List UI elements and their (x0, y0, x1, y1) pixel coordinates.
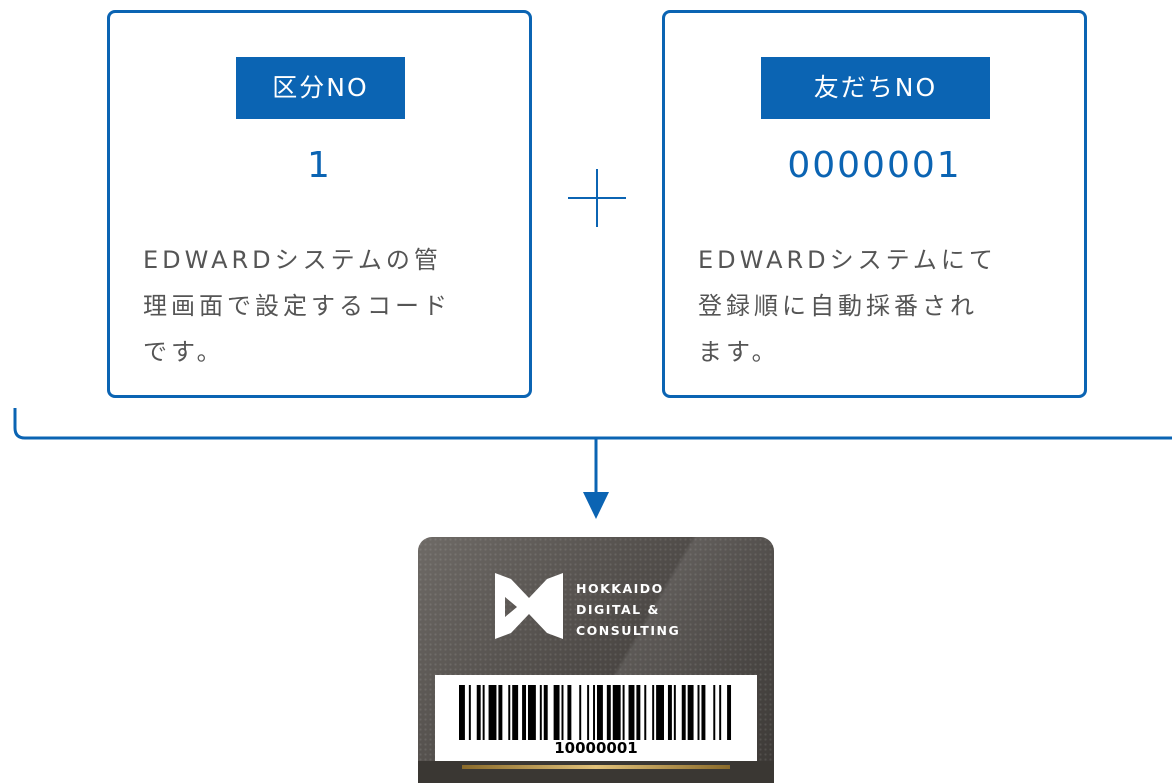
logo-line: CONSULTING (576, 623, 681, 638)
logo-line: DIGITAL & (576, 602, 660, 617)
friend-no-box: 友だちNO 0000001 EDWARDシステムにて 登録順に自動採番され ます… (662, 10, 1087, 398)
description-line: EDWARDシステムの管 (143, 246, 442, 274)
barcode-number: 10000001 (554, 739, 638, 757)
barcode-bar (553, 685, 560, 740)
barcode-bar (687, 685, 694, 740)
barcode-bar (561, 685, 564, 740)
barcode-bar (482, 685, 485, 740)
barcode-bar (656, 685, 664, 740)
description-line: 理画面で設定するコード (143, 292, 451, 320)
barcode-bar (579, 685, 582, 740)
barcode-bar (596, 685, 603, 740)
barcode-panel: 10000001 (435, 675, 757, 761)
barcode-bar (636, 685, 641, 740)
card-gold-line (462, 765, 730, 769)
barcode-bar (587, 685, 590, 740)
barcode-bar (727, 685, 732, 740)
barcode-bar (527, 685, 536, 740)
category-no-label: 区分NO (236, 57, 405, 119)
friend-no-description: EDWARDシステムにて 登録順に自動採番され ます。 (698, 237, 1058, 375)
barcode-bar (701, 685, 706, 740)
barcode-bar (644, 685, 647, 740)
barcode-bar (697, 685, 700, 740)
barcode-icon (459, 685, 732, 740)
barcode-bar (628, 685, 635, 740)
logo-line: HOKKAIDO (576, 581, 664, 596)
arrow-down-icon (583, 492, 609, 519)
logo-mark-icon (495, 573, 563, 639)
barcode-bar (459, 685, 465, 740)
category-no-value: 1 (307, 145, 332, 186)
barcode-bar (719, 685, 722, 740)
barcode-bar (681, 685, 686, 740)
friend-no-label: 友だちNO (761, 57, 990, 119)
barcode-bar (543, 685, 548, 740)
barcode-bar (713, 685, 716, 740)
barcode-bar (622, 685, 625, 740)
barcode-bar (606, 685, 611, 740)
barcode-bar (539, 685, 542, 740)
barcode-bar (508, 685, 511, 740)
barcode-bar (468, 685, 471, 740)
description-line: ます。 (698, 338, 780, 366)
barcode-bar (667, 685, 672, 740)
barcode-bar (498, 685, 503, 740)
bracket-connector (13, 408, 1172, 519)
friend-no-value: 0000001 (787, 145, 962, 186)
bracket-line (13, 408, 1172, 440)
barcode-bar (488, 685, 497, 740)
description-line: EDWARDシステムにて (698, 246, 997, 274)
barcode-bar (522, 685, 527, 740)
barcode-bar (652, 685, 655, 740)
barcode-bar (673, 685, 676, 740)
logo-text: HOKKAIDO DIGITAL & CONSULTING (576, 578, 680, 641)
membership-card: HOKKAIDO DIGITAL & CONSULTING 10000001 (418, 537, 774, 783)
barcode-bar (612, 685, 621, 740)
category-no-box: 区分NO 1 EDWARDシステムの管 理画面で設定するコード です。 (107, 10, 532, 398)
barcode-bar (476, 685, 481, 740)
barcode-bar (567, 685, 572, 740)
category-no-description: EDWARDシステムの管 理画面で設定するコード です。 (143, 237, 503, 375)
description-line: です。 (143, 338, 225, 366)
description-line: 登録順に自動採番され (698, 292, 978, 320)
plus-icon (568, 169, 626, 227)
barcode-bar (512, 685, 519, 740)
barcode-bar (593, 685, 596, 740)
